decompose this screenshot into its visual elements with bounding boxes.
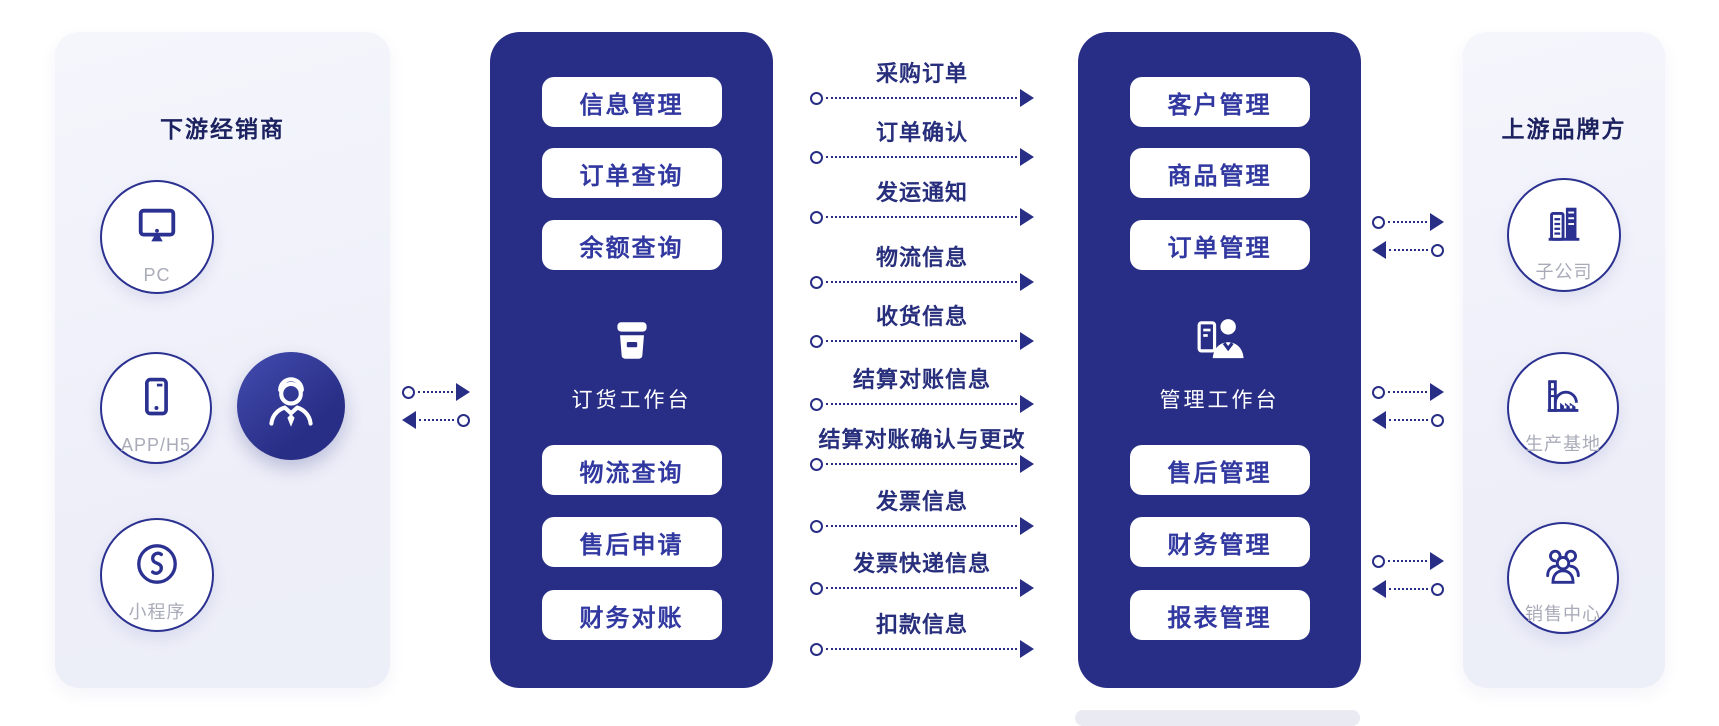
arrow-right: [1372, 213, 1444, 231]
order-query-button: 订单查询: [541, 148, 722, 198]
flow-row-receipt-info: 收货信息: [810, 303, 1034, 350]
building-icon: [1541, 201, 1587, 270]
monitor-icon: [134, 203, 180, 272]
flow-row-deduction-info: 扣款信息: [810, 611, 1034, 658]
flow-row-invoice-express-info: 发票快递信息: [810, 550, 1034, 597]
team-icon: [1540, 544, 1586, 613]
downstream-panel-title: 下游经销商: [160, 116, 285, 142]
arrow-right: [402, 383, 470, 401]
app-channel-label: APP/H5: [120, 435, 192, 455]
ordering-workbench-panel: 信息管理 订单查询 余额查询 订货工作台 物流查询 售后申请 财务对账: [490, 32, 773, 688]
flow-arrow: [810, 579, 1034, 597]
flow-row-invoice-info: 发票信息: [810, 488, 1034, 535]
downstream-ordering-bidirectional-arrow: [402, 383, 470, 429]
flow-arrow: [810, 208, 1034, 226]
finance-reconciliation-button: 财务对账: [541, 590, 722, 640]
management-workbench-panel: 客户管理 商品管理 订单管理 管理工作台 售后管理 财务管理 报表管理: [1078, 32, 1361, 688]
flow-row-logistics-info: 物流信息: [810, 244, 1034, 291]
production-base-circle: 生产基地: [1507, 352, 1619, 464]
aftersales-apply-button: 售后申请: [541, 517, 722, 567]
smartphone-icon: [134, 375, 178, 442]
flow-row-settlement-confirm-change: 结算对账确认与更改: [810, 426, 1034, 473]
flow-row-shipping-notice: 发运通知: [810, 179, 1034, 226]
manager-icon: [1191, 314, 1249, 371]
flow-arrow: [810, 455, 1034, 473]
flow-arrow: [810, 89, 1034, 107]
product-management-button: 商品管理: [1129, 148, 1310, 198]
flow-row-order-confirmation: 订单确认: [810, 119, 1034, 166]
flow-arrow: [810, 273, 1034, 291]
sales-center-circle: 销售中心: [1507, 522, 1619, 634]
arrow-right: [1372, 383, 1444, 401]
bottom-cropped-shadow-bar: [1075, 710, 1360, 726]
downstream-distributor-panel: 下游经销商 PC APP/H5: [55, 32, 390, 688]
info-management-button: 信息管理: [541, 77, 722, 127]
logistics-query-button: 物流查询: [541, 445, 722, 495]
management-production-bidirectional-arrow: [1372, 383, 1444, 429]
flow-row-settlement-info: 结算对账信息: [810, 366, 1034, 413]
flow-arrow: [810, 517, 1034, 535]
subsidiary-circle: 子公司: [1507, 178, 1621, 292]
upstream-brand-panel: 上游品牌方 子公司: [1463, 32, 1665, 688]
production-base-label: 生产基地: [1525, 434, 1601, 454]
pc-channel-circle: PC: [100, 180, 214, 294]
balance-query-button: 余额查询: [541, 220, 722, 270]
flow-arrow: [810, 640, 1034, 658]
sales-center-label: 销售中心: [1525, 604, 1601, 624]
order-management-button: 订单管理: [1129, 220, 1310, 270]
miniprogram-icon: [134, 541, 180, 610]
report-management-button: 报表管理: [1129, 590, 1310, 640]
management-sales-bidirectional-arrow: [1372, 552, 1444, 598]
flow-arrow: [810, 395, 1034, 413]
miniprogram-channel-label: 小程序: [128, 602, 186, 622]
subsidiary-label: 子公司: [1535, 262, 1593, 282]
distributor-avatar: [237, 352, 345, 460]
flow-row-purchase-order: 采购订单: [810, 60, 1034, 107]
factory-icon: [1540, 374, 1586, 443]
finance-management-button: 财务管理: [1129, 517, 1310, 567]
package-icon: [607, 316, 657, 371]
businessman-icon: [258, 371, 324, 442]
flow-arrow: [810, 332, 1034, 350]
miniprogram-channel-circle: 小程序: [100, 518, 214, 632]
management-workbench-label: 管理工作台: [1159, 389, 1280, 412]
ordering-workbench-label: 订货工作台: [571, 389, 692, 412]
arrow-left: [1372, 411, 1444, 429]
flow-arrow: [810, 148, 1034, 166]
arrow-left: [1372, 241, 1444, 259]
upstream-panel-title: 上游品牌方: [1501, 116, 1627, 142]
arrow-left: [1372, 580, 1444, 598]
management-subsidiary-bidirectional-arrow: [1372, 213, 1444, 259]
arrow-left: [402, 411, 470, 429]
pc-channel-label: PC: [143, 265, 171, 285]
app-channel-circle: APP/H5: [100, 352, 212, 464]
aftersales-management-button: 售后管理: [1129, 445, 1310, 495]
arrow-right: [1372, 552, 1444, 570]
customer-management-button: 客户管理: [1129, 77, 1310, 127]
